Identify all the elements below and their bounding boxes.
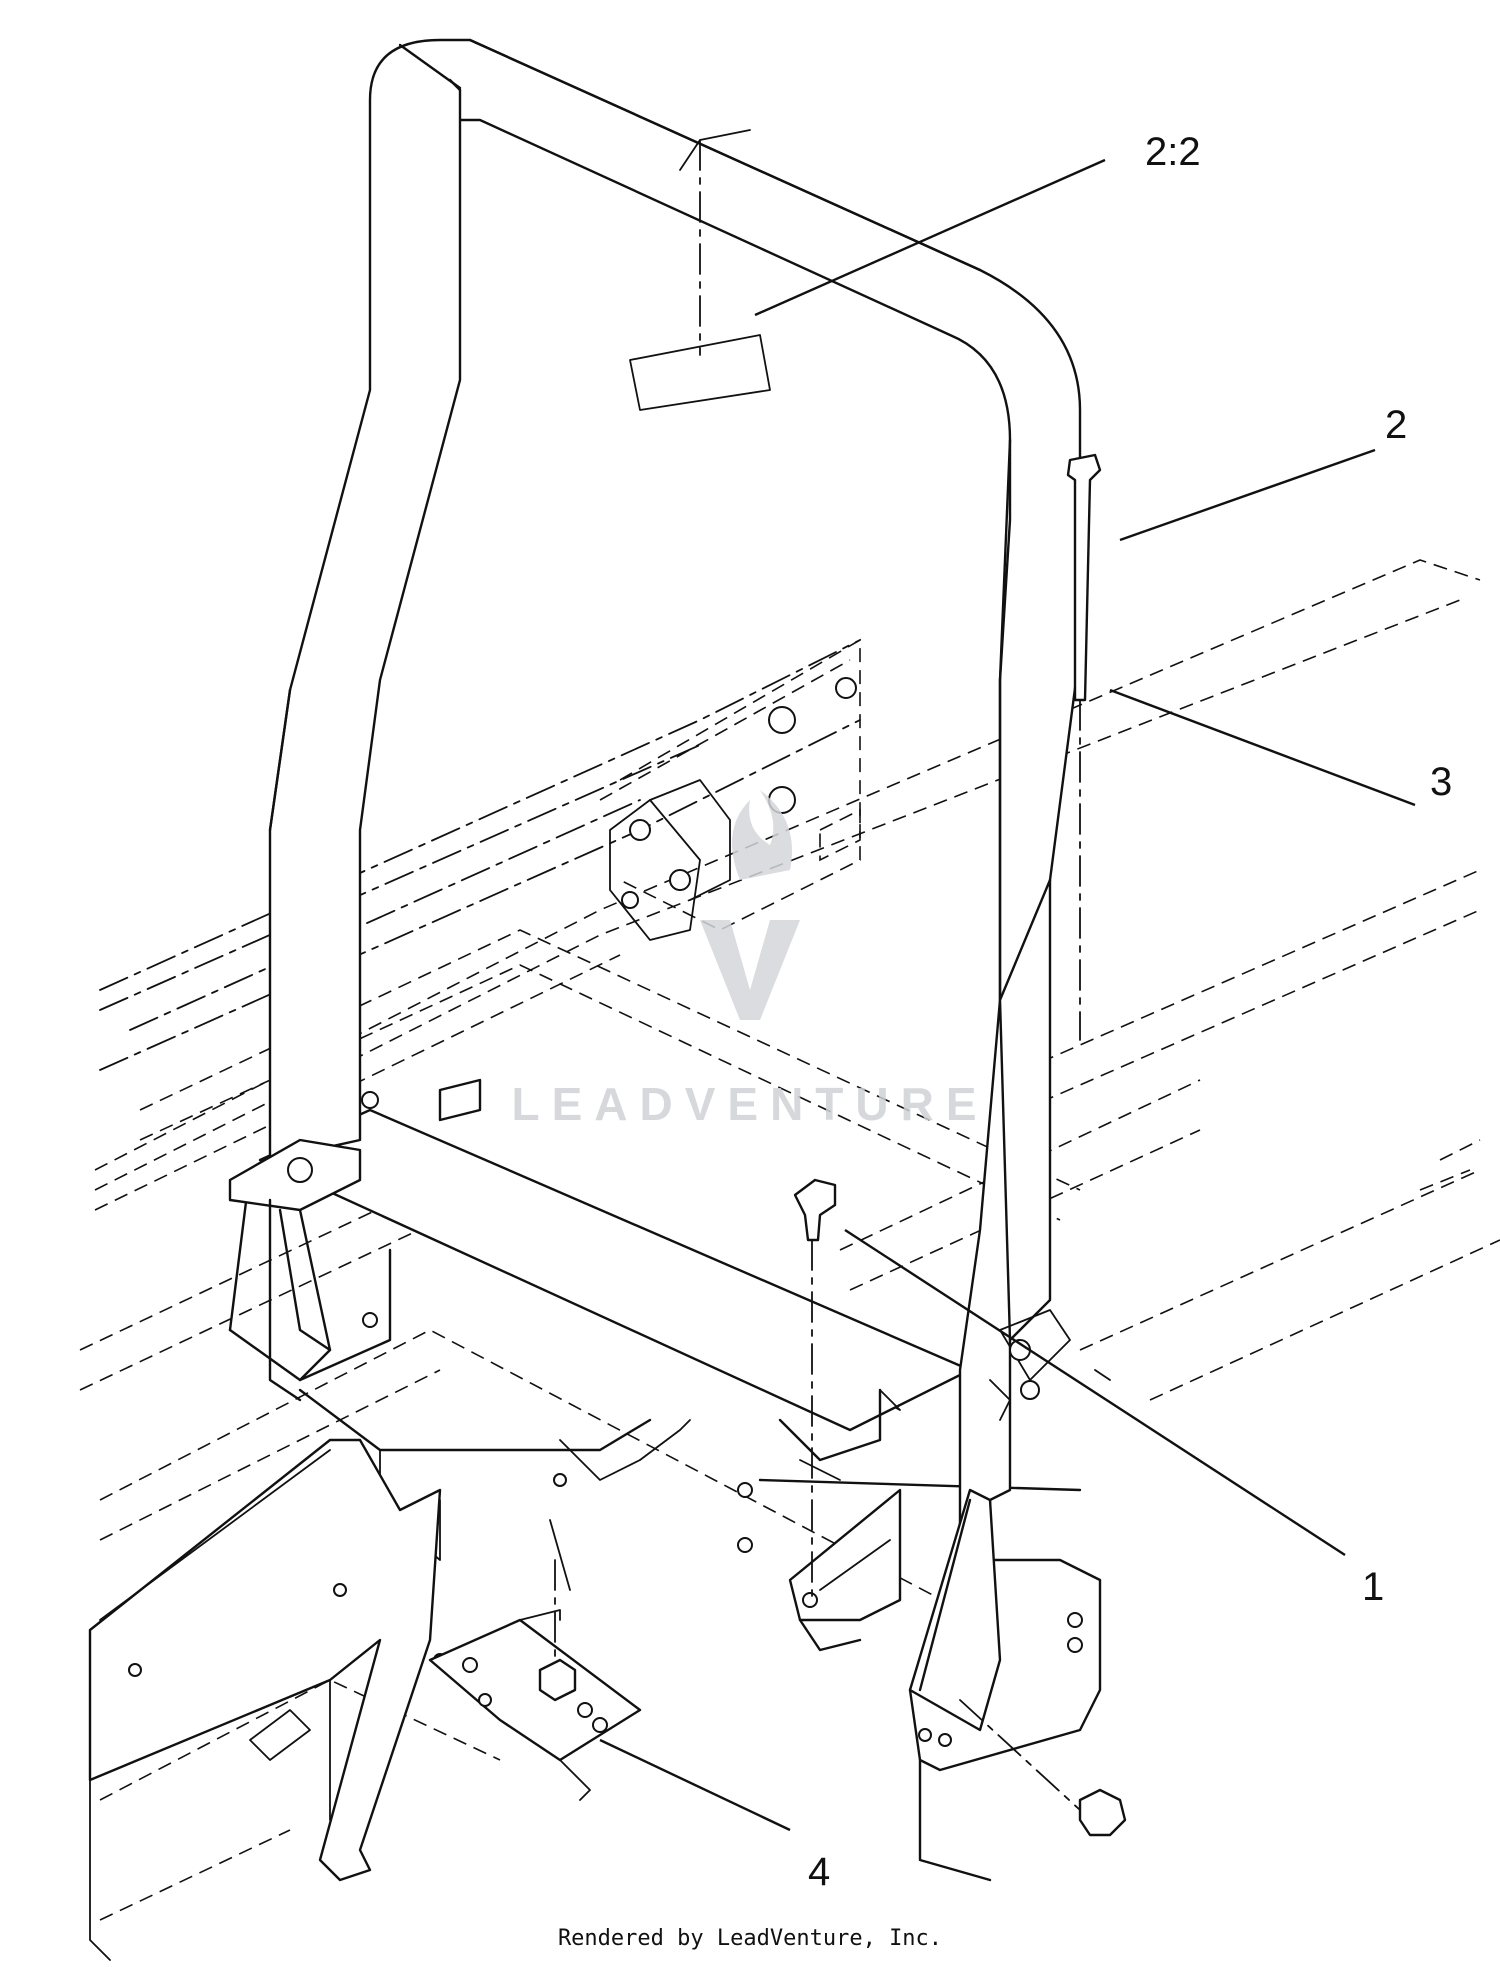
leader-3 bbox=[1109, 688, 1416, 807]
plate-hole bbox=[577, 1702, 593, 1718]
bracket-hole bbox=[333, 1583, 347, 1597]
hinge-hole bbox=[621, 891, 639, 909]
lower-bolt bbox=[959, 1699, 1127, 1837]
footer-credit: Rendered by LeadVenture, Inc. bbox=[558, 1926, 942, 1951]
bracket-slot bbox=[249, 1709, 311, 1761]
upper-mount-plate bbox=[599, 638, 861, 941]
leader-lines bbox=[599, 158, 1416, 1832]
bolt-short[interactable] bbox=[793, 1178, 837, 1601]
leader-4 bbox=[599, 1738, 791, 1832]
beam-hole bbox=[737, 1537, 753, 1553]
gusset-hole bbox=[1067, 1612, 1083, 1628]
beam-hole bbox=[737, 1482, 753, 1498]
plate-hole bbox=[592, 1717, 608, 1733]
mount-hole bbox=[768, 706, 796, 734]
callout-4[interactable]: 4 bbox=[808, 1850, 830, 1894]
beam-hole bbox=[362, 1312, 378, 1328]
right-hinge bbox=[989, 1309, 1111, 1421]
gusset-hole bbox=[918, 1728, 932, 1742]
callout-3[interactable]: 3 bbox=[1430, 760, 1452, 804]
leader-2 bbox=[1119, 448, 1376, 542]
decal[interactable] bbox=[629, 129, 771, 411]
hinge-hole bbox=[629, 819, 651, 841]
leg-hole bbox=[361, 1091, 379, 1109]
lower-left-bracket bbox=[88, 1438, 447, 1961]
bolt-long[interactable] bbox=[1066, 453, 1102, 1041]
v-logo-icon bbox=[700, 920, 800, 1020]
plate-hole bbox=[478, 1693, 492, 1707]
gusset-hole bbox=[802, 1592, 818, 1608]
callout-2-2[interactable]: 2:2 bbox=[1145, 130, 1201, 174]
roll-bar[interactable] bbox=[228, 38, 1102, 1882]
leader-2-2 bbox=[754, 158, 1106, 317]
lower-mount-plate bbox=[428, 1419, 841, 1801]
mount-hole bbox=[835, 677, 857, 699]
plate-hole bbox=[462, 1657, 478, 1673]
callout-1[interactable]: 1 bbox=[1362, 1565, 1384, 1609]
flame-icon bbox=[732, 790, 792, 880]
watermark: LEADVENTURE bbox=[511, 790, 988, 1130]
leader-1 bbox=[844, 1228, 1346, 1557]
nut[interactable] bbox=[538, 1519, 577, 1702]
watermark-text: LEADVENTURE bbox=[511, 1078, 988, 1130]
hinge-hole bbox=[1020, 1380, 1040, 1400]
plate-hole bbox=[553, 1473, 567, 1487]
bracket-hole bbox=[128, 1663, 142, 1677]
leg-hole bbox=[287, 1157, 313, 1183]
hinge-hole bbox=[669, 869, 691, 891]
gusset-hole bbox=[938, 1733, 952, 1747]
callout-2[interactable]: 2 bbox=[1385, 403, 1407, 447]
gusset-hole bbox=[1067, 1637, 1083, 1653]
